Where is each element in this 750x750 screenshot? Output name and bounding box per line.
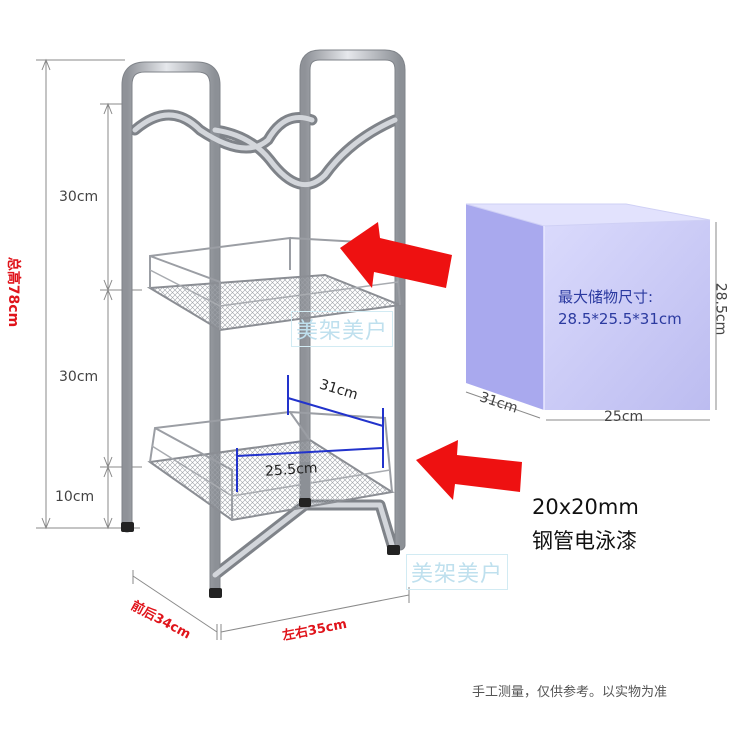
watermark-logo: 美架美户 (291, 311, 394, 347)
tube-finish-label: 钢管电泳漆 (532, 529, 637, 553)
lower-shelf (147, 410, 395, 522)
upper-gap-label: 30cm (59, 189, 99, 205)
bottom-gap-label: 10cm (55, 489, 95, 505)
rack-frame (121, 49, 406, 598)
total-height-label: 总高78cm (5, 256, 22, 328)
upper-arrow (340, 222, 452, 288)
rack-feet (121, 498, 400, 598)
storage-box (465, 203, 717, 421)
upper-shelf (146, 236, 404, 332)
storage-box-title: 最大储物尺寸: (558, 288, 654, 306)
tube-size-label: 20x20mm (532, 495, 639, 519)
middle-gap-label: 30cm (59, 369, 99, 385)
shelf-dimension-lines (236, 375, 384, 492)
watermark-logo: 美架美户 (406, 554, 509, 590)
storage-box-size: 28.5*25.5*31cm (558, 310, 682, 328)
box-width-label: 25cm (604, 409, 644, 425)
red-arrows (340, 222, 522, 500)
height-dimension-lines (36, 58, 410, 640)
shelf-width-label: 25.5cm (264, 460, 319, 480)
footnote: 手工测量，仅供参考。以实物为准 (472, 685, 668, 700)
box-height-label: 28.5cm (712, 282, 729, 336)
lower-arrow (416, 440, 522, 500)
